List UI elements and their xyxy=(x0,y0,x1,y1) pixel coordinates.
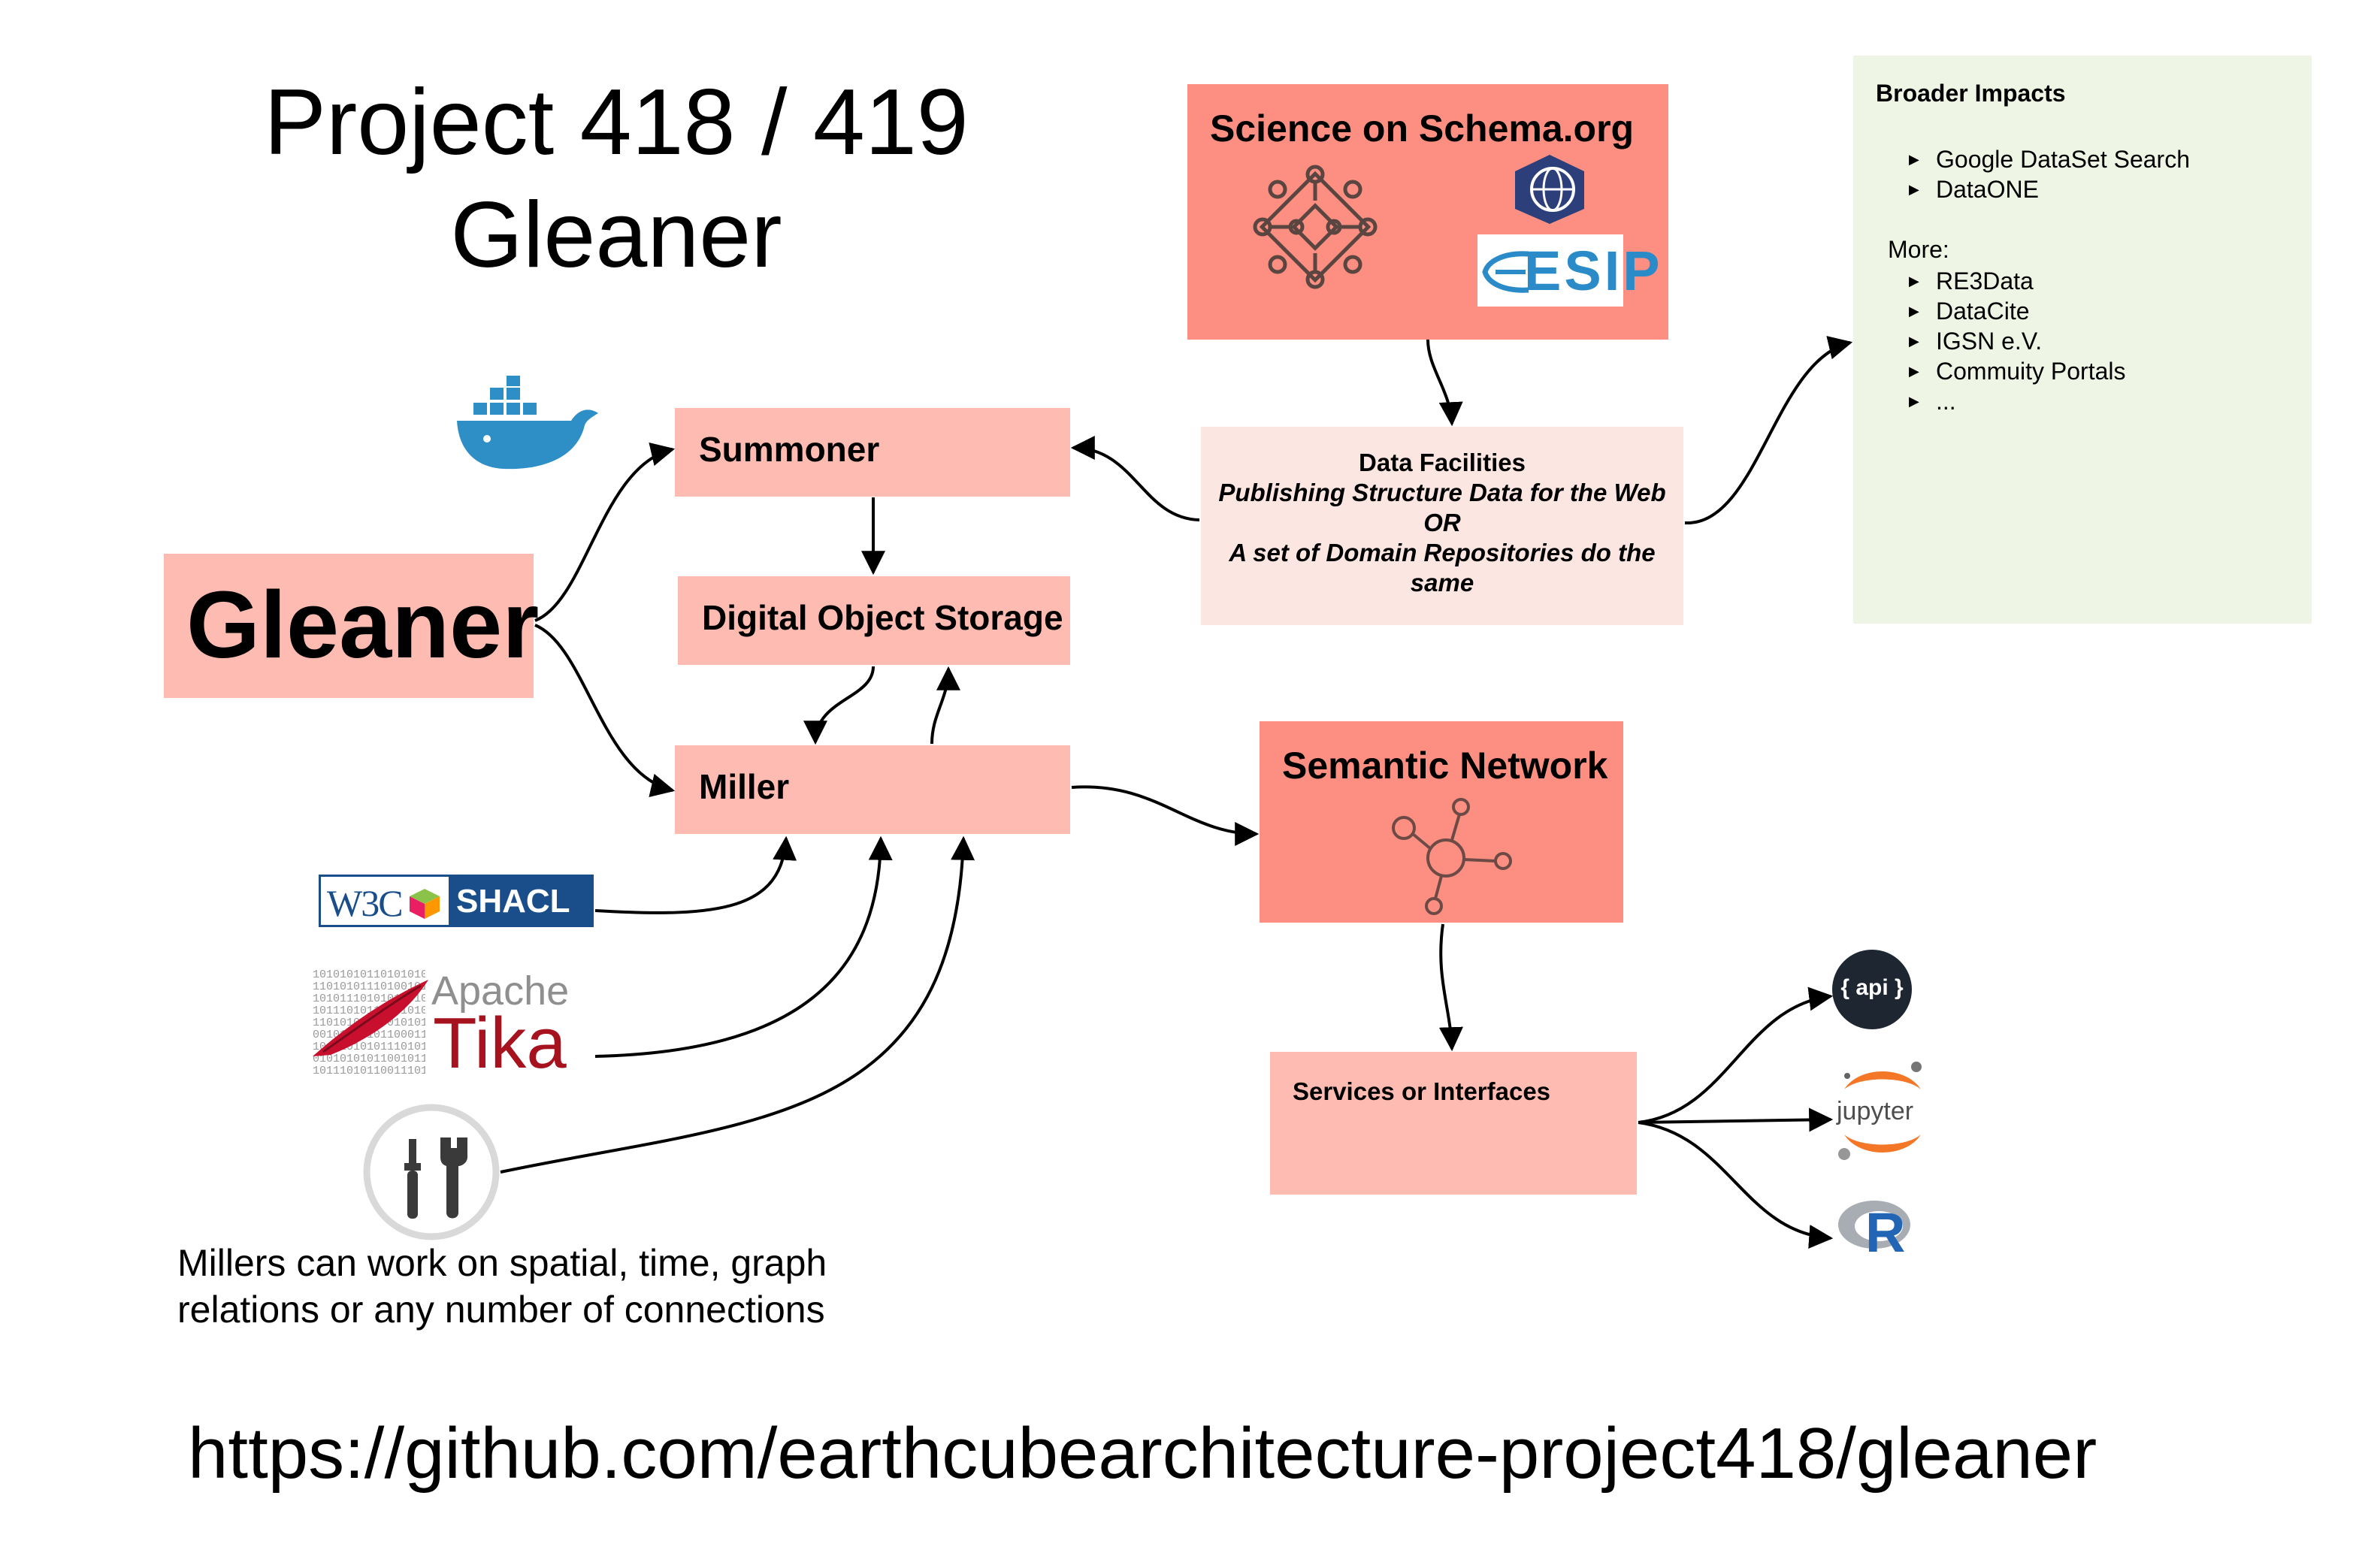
api-text: { api } xyxy=(1840,975,1904,1000)
shacl-cube-icon xyxy=(410,889,440,919)
api-logo: { api } xyxy=(1832,950,1912,1029)
repository-url: https://github.com/earthcubearchitecture… xyxy=(188,1413,2097,1494)
r-ring-icon xyxy=(1838,1201,1910,1249)
data-facilities-line-1: Publishing Structure Data for the Web xyxy=(1218,479,1666,506)
arrow-services-to-api xyxy=(1638,986,1834,1124)
data-facilities-heading: Data Facilities xyxy=(1359,449,1526,476)
apache-text: Apache xyxy=(431,968,570,1014)
bullet-icon: ▶ xyxy=(1909,304,1919,319)
bullet-icon: ▶ xyxy=(1909,394,1919,409)
w3c-shacl-logo: W3C SHACL xyxy=(319,875,594,927)
arrow-miller-to-semantic xyxy=(1071,785,1260,846)
tika-text: Tika xyxy=(433,1003,567,1083)
jupyter-logo: jupyter xyxy=(1834,1059,1931,1165)
tools-icon xyxy=(363,1104,500,1240)
miller-caption: Millers can work on spatial, time, graph… xyxy=(177,1240,827,1333)
shacl-text: SHACL xyxy=(456,883,570,920)
services-node: Services or Interfaces xyxy=(1270,1052,1637,1195)
broader-impacts-panel: Broader Impacts ▶ Google DataSet Search … xyxy=(1853,56,2312,624)
miller-label: Miller xyxy=(699,767,790,806)
arrow-services-to-r xyxy=(1638,1121,1834,1249)
r-text: R xyxy=(1865,1201,1906,1264)
gleaner-node: Gleaner xyxy=(164,554,539,698)
arrow-services-to-jupyter xyxy=(1638,1107,1834,1132)
globe-cube-icon xyxy=(1515,155,1584,224)
docker-whale-icon xyxy=(457,376,598,470)
esip-logo: ESIP xyxy=(1477,234,1660,307)
esip-swoosh-icon xyxy=(1482,251,1529,293)
arrow-gleaner-to-summoner xyxy=(534,442,676,622)
broader-impacts-heading: Broader Impacts xyxy=(1876,80,2066,107)
r-logo: R xyxy=(1835,1196,1925,1264)
arrow-semantic-to-services xyxy=(1438,923,1463,1052)
arrow-storage-to-miller xyxy=(803,666,875,745)
more-item: ... xyxy=(1936,388,1956,415)
jupyter-text: jupyter xyxy=(1837,1097,1914,1125)
arrow-tika-to-miller xyxy=(594,835,893,1058)
broader-item: Google DataSet Search xyxy=(1936,146,2190,173)
caption-line-1: Millers can work on spatial, time, graph xyxy=(177,1242,827,1284)
network-pattern-icon xyxy=(1253,165,1378,289)
services-label: Services or Interfaces xyxy=(1293,1077,1551,1105)
caption-line-2: relations or any number of connections xyxy=(177,1289,825,1331)
arrow-gleaner-to-miller xyxy=(534,624,676,798)
gleaner-label: Gleaner xyxy=(186,572,540,678)
miller-node: Miller xyxy=(675,745,1070,834)
more-item: IGSN e.V. xyxy=(1936,328,2043,355)
bullet-icon: ▶ xyxy=(1909,273,1919,289)
data-facilities-line-2: OR xyxy=(1423,509,1461,536)
arrow-facilities-to-broader xyxy=(1684,336,1853,525)
digital-object-storage-node: Digital Object Storage xyxy=(678,576,1070,665)
data-facilities-node: Data Facilities Publishing Structure Dat… xyxy=(1201,427,1683,625)
more-item: RE3Data xyxy=(1936,267,2034,295)
semantic-network-label: Semantic Network xyxy=(1282,745,1608,787)
jupyter-arcs-icon xyxy=(1838,1062,1922,1160)
semantic-network-node: Semantic Network xyxy=(1260,721,1623,923)
arrow-science-to-facilities xyxy=(1426,339,1463,427)
bullet-icon: ▶ xyxy=(1909,182,1919,197)
title-line-2: Gleaner xyxy=(450,183,782,287)
w3c-text: W3C xyxy=(327,882,404,924)
network-graph-icon xyxy=(1392,798,1512,915)
data-facilities-line-4: same xyxy=(1410,569,1474,597)
summoner-label: Summoner xyxy=(699,430,880,469)
feather-icon xyxy=(313,980,428,1056)
digital-object-storage-label: Digital Object Storage xyxy=(702,598,1063,637)
arrow-tools-to-miller xyxy=(500,835,975,1174)
science-on-schema-node: Science on Schema.org ESIP xyxy=(1187,84,1668,340)
more-label: More: xyxy=(1888,236,1949,263)
esip-text: ESIP xyxy=(1524,240,1663,302)
page-title: Project 418 / 419 Gleaner xyxy=(248,66,984,292)
arrow-miller-to-storage xyxy=(930,666,960,745)
arrow-facilities-to-summoner xyxy=(1070,436,1200,521)
science-on-schema-label: Science on Schema.org xyxy=(1210,107,1635,150)
more-item: DataCite xyxy=(1936,298,2030,325)
more-item: Commuity Portals xyxy=(1936,358,2126,385)
data-facilities-line-3: A set of Domain Repositories do the xyxy=(1229,539,1656,566)
shacl-banner: SHACL xyxy=(449,877,591,925)
broader-item: DataONE xyxy=(1936,176,2039,203)
arrow-shacl-to-miller xyxy=(594,835,797,914)
bullet-icon: ▶ xyxy=(1909,364,1919,379)
title-line-1: Project 418 / 419 xyxy=(264,71,969,174)
summoner-node: Summoner xyxy=(675,408,1070,497)
bullet-icon: ▶ xyxy=(1909,334,1919,349)
bullet-icon: ▶ xyxy=(1909,152,1919,167)
